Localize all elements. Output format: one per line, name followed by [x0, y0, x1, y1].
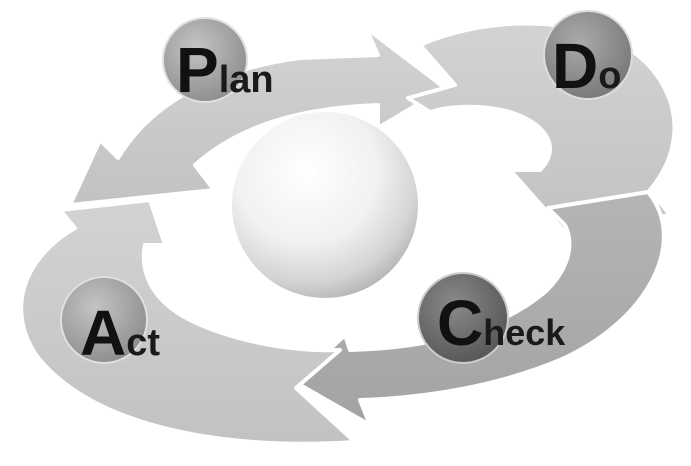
check-disc — [417, 272, 509, 364]
check-rest: heck — [483, 312, 566, 353]
center-sphere — [232, 112, 418, 298]
plan-letter: P — [176, 34, 219, 106]
act-letter: A — [80, 297, 126, 369]
do-node: Do — [543, 10, 633, 102]
plan-node: Plan — [162, 17, 274, 106]
act-disc — [60, 276, 148, 364]
act-rest: ct — [126, 322, 160, 364]
do-disc — [543, 10, 633, 100]
plan-arrow — [68, 26, 447, 207]
plan-disc — [162, 17, 248, 103]
do-label: Do — [552, 30, 621, 102]
check-arrow — [293, 190, 666, 427]
plan-label: Plan — [176, 34, 274, 106]
do-rest: o — [598, 55, 621, 97]
check-node: Check — [417, 272, 566, 364]
act-label: Act — [80, 297, 160, 369]
act-arrow — [19, 198, 357, 446]
do-letter: D — [552, 30, 598, 102]
check-letter: C — [437, 287, 483, 359]
act-node: Act — [60, 276, 160, 369]
check-label: Check — [437, 287, 566, 359]
plan-rest: lan — [219, 59, 274, 101]
